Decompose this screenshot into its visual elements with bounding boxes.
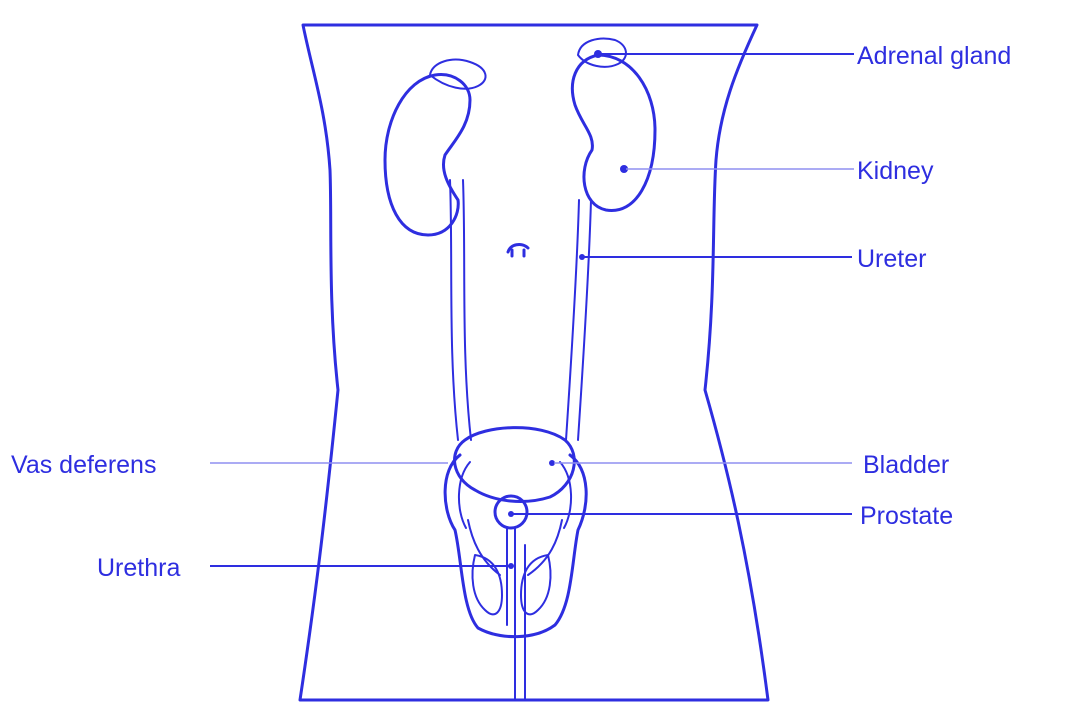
urethra [507, 528, 515, 625]
label-prostate: Prostate [860, 502, 953, 530]
label-kidney: Kidney [857, 157, 934, 185]
torso-outline [300, 25, 768, 700]
label-ureter: Ureter [857, 245, 926, 273]
bladder [455, 428, 575, 502]
left-kidney [385, 60, 486, 235]
label-adrenal-gland: Adrenal gland [857, 42, 1011, 70]
label-urethra: Urethra [97, 554, 180, 582]
leader-lines [210, 54, 854, 566]
label-vas-deferens: Vas deferens [11, 451, 156, 479]
right-kidney [572, 39, 655, 211]
label-bladder: Bladder [863, 451, 949, 479]
ureters [450, 180, 591, 440]
navel [508, 245, 528, 256]
